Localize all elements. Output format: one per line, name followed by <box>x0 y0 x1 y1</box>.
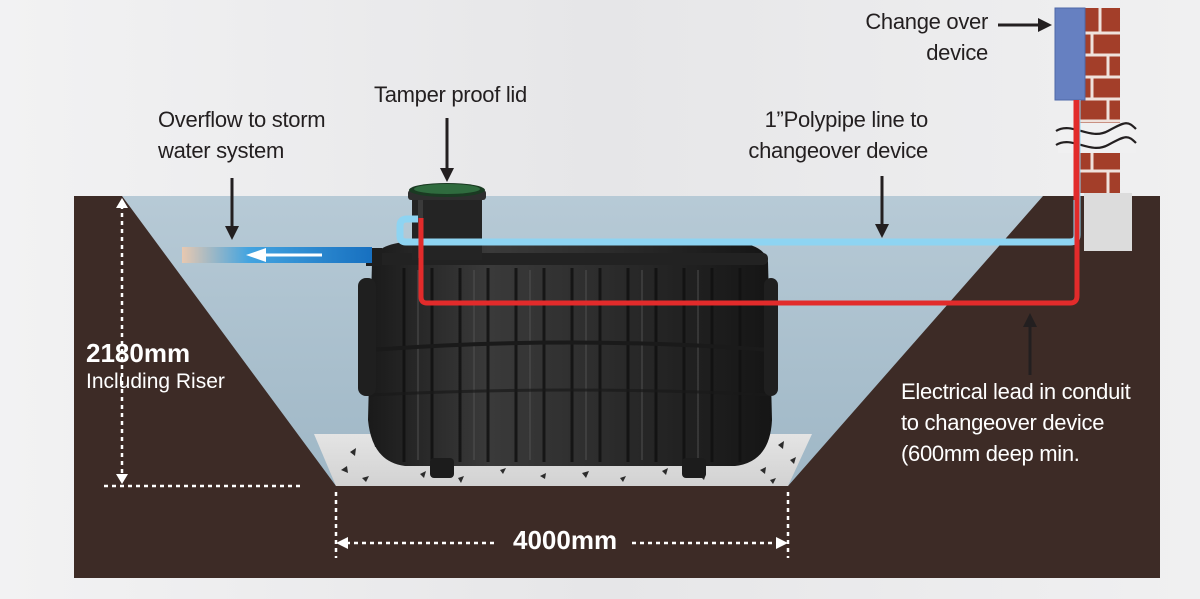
width-dimension-value: 4000mm <box>513 525 618 555</box>
overflow-label: Overflow to storm water system <box>158 104 326 166</box>
lid-label: Tamper proof lid <box>374 82 527 107</box>
change-over-label-line-1: Change over <box>865 9 988 34</box>
changeover-device <box>1054 7 1086 101</box>
electrical-label-line-3: (600mm deep min. <box>901 441 1080 466</box>
electrical-label-line-2: to changeover device <box>901 410 1105 435</box>
overflow-flow-arrow <box>246 248 322 262</box>
height-dimension-value: 2180mm <box>86 338 191 368</box>
change-over-label-line-2: device <box>926 40 988 65</box>
dimension-lines <box>104 198 790 558</box>
change-over-label: Change over device <box>865 6 988 68</box>
brick-wall <box>1055 8 1137 251</box>
polypipe-label-line-2: changeover device <box>748 138 928 163</box>
wall-footing <box>1084 193 1132 251</box>
overflow-label-line-1: Overflow to storm <box>158 107 326 132</box>
electrical-conduit <box>418 100 1080 306</box>
pointer-arrows <box>225 18 1052 375</box>
overflow-label-line-2: water system <box>158 138 284 163</box>
polypipe-label-line-1: 1”Polypipe line to <box>764 107 929 132</box>
height-dimension-note: Including Riser <box>86 370 225 393</box>
electrical-label-line-1: Electrical lead in conduit <box>901 379 1131 404</box>
polypipe-label: 1”Polypipe line to changeover device <box>748 104 928 166</box>
electrical-label: Electrical lead in conduit to changeover… <box>901 376 1131 469</box>
